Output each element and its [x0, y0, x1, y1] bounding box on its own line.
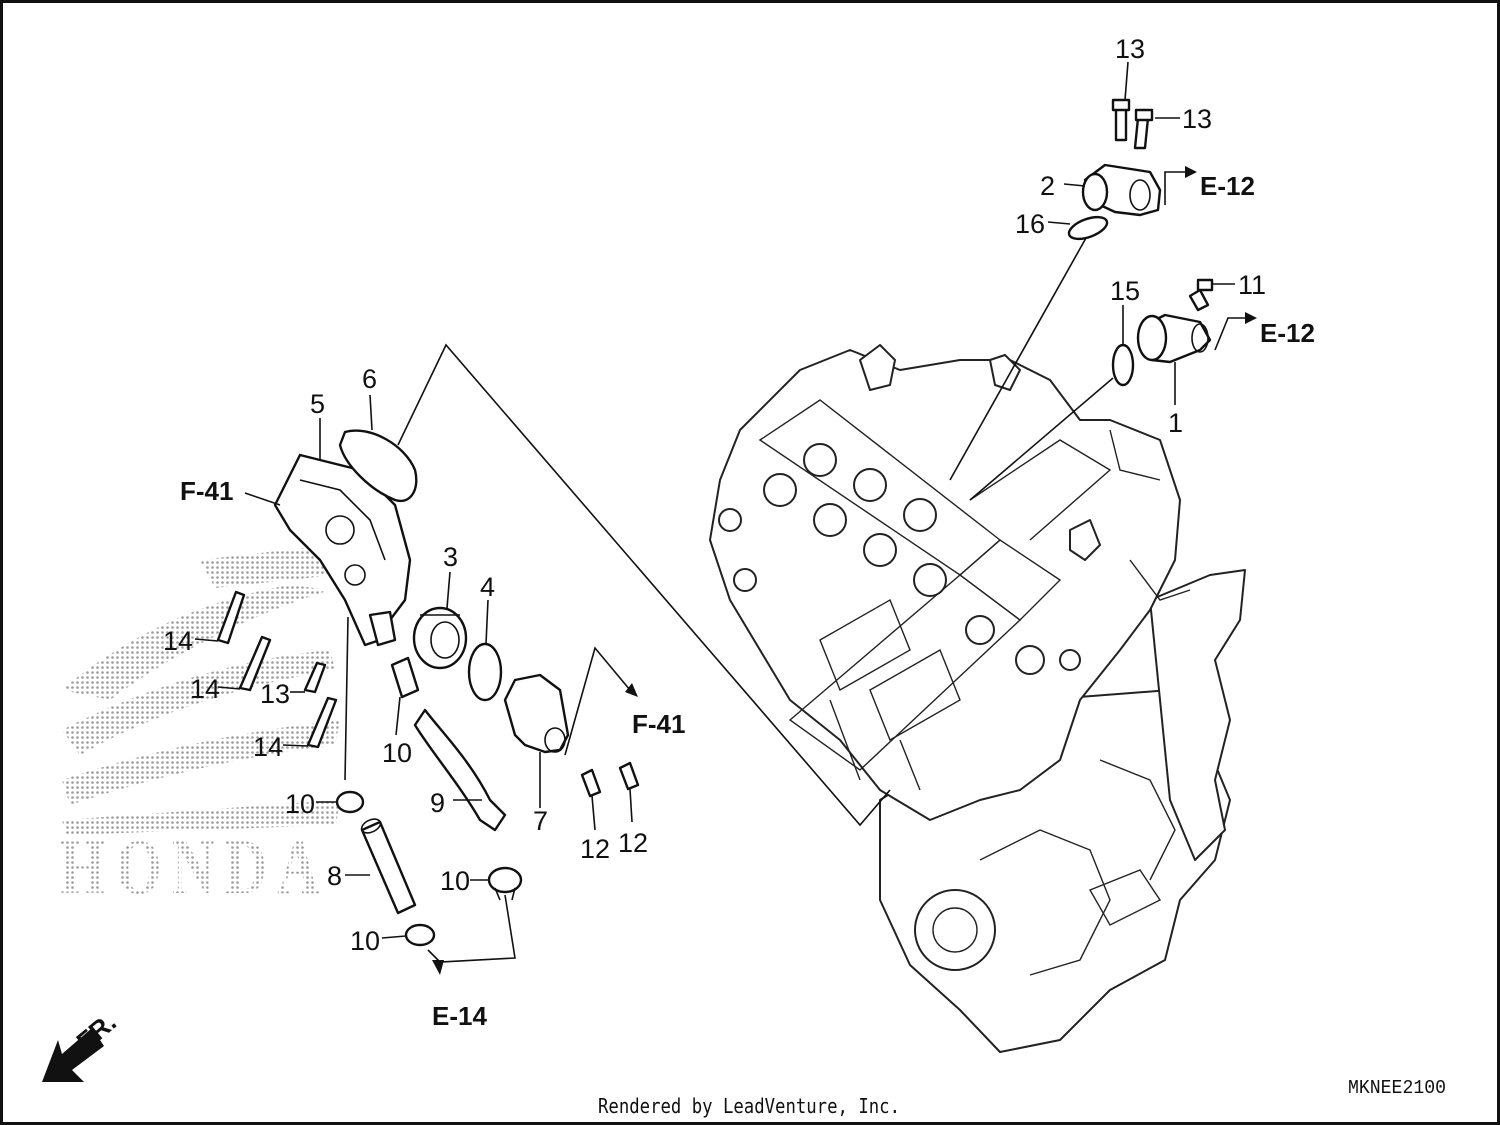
bolt-13-top-b — [1133, 108, 1154, 150]
part-label-13a: 13 — [1115, 34, 1145, 64]
part-label-6: 6 — [362, 364, 377, 394]
part-label-14a: 14 — [163, 626, 193, 656]
arrow-e12-top — [1185, 166, 1197, 178]
part-label-3: 3 — [443, 542, 458, 572]
clamp-10-d — [404, 923, 436, 947]
bolt-11 — [1188, 278, 1214, 312]
part-label-11: 11 — [1238, 270, 1266, 300]
section-ref-e14: E-14 — [432, 1001, 487, 1031]
bolt-12-a — [580, 768, 602, 798]
gasket-6 — [338, 429, 418, 503]
front-arrow-icon — [42, 1028, 104, 1082]
part-label-13b: 13 — [1182, 104, 1212, 134]
hose-9 — [413, 708, 507, 832]
part-label-12a: 12 — [580, 834, 610, 864]
arrow-e14 — [432, 960, 444, 975]
section-references: E-12 E-12 F-41 F-41 E-14 — [180, 171, 1315, 1031]
part-label-12b: 12 — [618, 828, 648, 858]
thermostat-cover-7 — [503, 673, 570, 754]
part-label-2: 2 — [1040, 171, 1055, 201]
engine-assembly — [709, 344, 1246, 1053]
part-label-5: 5 — [310, 389, 325, 419]
part-label-4: 4 — [480, 572, 495, 602]
clamp-10-b — [335, 790, 365, 814]
part-label-15: 15 — [1110, 276, 1140, 306]
water-outlet-2 — [1081, 163, 1162, 217]
clamp-10-c — [487, 866, 523, 894]
part-label-14c: 14 — [253, 732, 283, 762]
bolt-12-b — [618, 761, 640, 791]
section-ref-e12-mid: E-12 — [1260, 318, 1315, 348]
part-label-10c: 10 — [440, 866, 470, 896]
section-ref-f41-left: F-41 — [180, 476, 233, 506]
thermostat-3 — [412, 606, 468, 670]
elbow-outlet-1 — [1136, 313, 1212, 364]
seal-ring-4 — [467, 642, 503, 702]
render-credit: Rendered by LeadVenture, Inc. — [598, 1094, 900, 1118]
clamp-10-a — [390, 656, 420, 699]
bolt-14-b — [238, 635, 272, 692]
leader-lines — [194, 61, 1250, 963]
o-ring-16 — [1067, 215, 1109, 241]
section-ref-f41-right: F-41 — [632, 709, 685, 739]
part-label-14b: 14 — [190, 674, 220, 704]
part-label-7: 7 — [533, 806, 548, 836]
bolt-13-left — [303, 661, 327, 694]
part-label-8: 8 — [327, 861, 342, 891]
part-label-1: 1 — [1168, 408, 1183, 438]
bolt-13-top-a — [1111, 98, 1131, 142]
part-label-10d: 10 — [350, 926, 380, 956]
part-label-10a: 10 — [382, 738, 412, 768]
front-direction-indicator: FR. — [42, 1007, 122, 1082]
bolt-14-a — [216, 590, 246, 645]
part-label-10b: 10 — [285, 789, 315, 819]
part-number-labels: 13 13 2 16 15 11 1 6 5 3 4 14 14 13 14 1… — [163, 34, 1266, 956]
honda-watermark-text: HONDA — [60, 823, 330, 910]
section-ref-e12-top: E-12 — [1200, 171, 1255, 201]
bolt-14-c — [306, 696, 338, 749]
diagram-code: MKNEE2100 — [1348, 1077, 1446, 1099]
arrow-e12-mid — [1245, 312, 1257, 324]
o-ring-15 — [1111, 343, 1135, 387]
honda-wing-watermark — [62, 545, 340, 835]
pipe-8 — [360, 820, 417, 915]
part-label-16: 16 — [1015, 209, 1045, 239]
part-label-13c: 13 — [260, 679, 290, 709]
arrow-f41-right — [625, 683, 638, 697]
part-label-9: 9 — [430, 788, 445, 818]
